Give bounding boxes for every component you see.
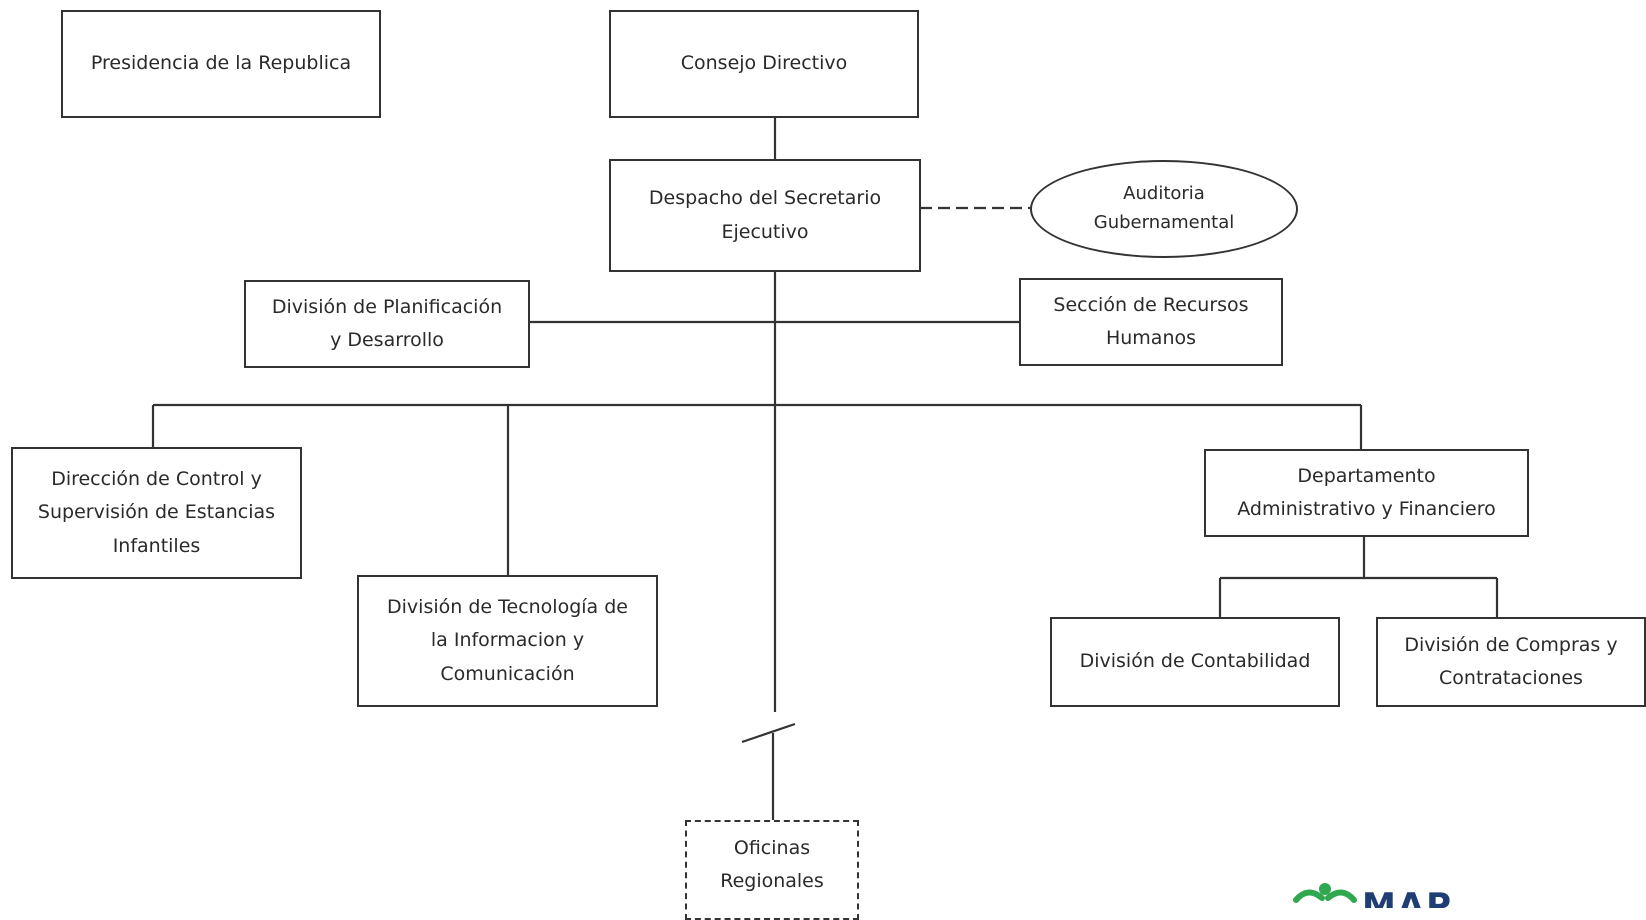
planificacion-line-1: División de Planificación — [271, 295, 503, 318]
logo-text: MAP — [1362, 886, 1454, 908]
compras-line-1: División de Compras y — [1404, 633, 1618, 656]
oficinas-line-1: Oficinas — [733, 837, 811, 859]
oficinas-line-2: Regionales — [720, 870, 824, 893]
logo-emblem-icon — [1293, 883, 1357, 903]
consejo-box: Consejo Directivo — [609, 10, 919, 118]
map-logo: MAP — [1288, 880, 1488, 908]
tecnologia-box: División de Tecnología de la Informacion… — [357, 575, 658, 707]
contabilidad-label: División de Contabilidad — [1079, 650, 1311, 673]
despacho-line-2: Ejecutivo — [721, 220, 809, 243]
departamento-admin-box: Departamento Administrativo y Financiero — [1204, 449, 1529, 537]
contabilidad-box: División de Contabilidad — [1050, 617, 1340, 707]
recursos-humanos-line-1: Sección de Recursos — [1053, 293, 1249, 316]
presidencia-label: Presidencia de la Republica — [90, 52, 352, 75]
tecnologia-line-2: la Informacion y — [430, 629, 585, 652]
planificacion-line-2: y Desarrollo — [330, 329, 444, 351]
direccion-control-box: Dirección de Control y Supervisión de Es… — [11, 447, 302, 579]
tecnologia-line-1: División de Tecnología de — [387, 596, 628, 619]
despacho-line-1: Despacho del Secretario — [648, 187, 882, 210]
auditoria-line-1: Auditoria — [1123, 183, 1205, 205]
departamento-admin-line-2: Administrativo y Financiero — [1237, 498, 1496, 520]
compras-line-2: Contrataciones — [1439, 667, 1583, 689]
auditoria-ellipse: Auditoria Gubernamental — [1030, 160, 1298, 258]
compras-box: División de Compras y Contrataciones — [1376, 617, 1646, 707]
direccion-control-line-2: Supervisión de Estancias — [37, 501, 276, 524]
auditoria-line-2: Gubernamental — [1093, 212, 1235, 233]
planificacion-box: División de Planificación y Desarrollo — [244, 280, 530, 368]
presidencia-box: Presidencia de la Republica — [61, 10, 381, 118]
direccion-control-line-1: Dirección de Control y — [51, 468, 262, 491]
consejo-label: Consejo Directivo — [680, 52, 848, 75]
recursos-humanos-line-2: Humanos — [1105, 327, 1197, 349]
tecnologia-line-3: Comunicación — [440, 662, 575, 685]
departamento-admin-line-1: Departamento — [1297, 464, 1436, 487]
oficinas-box: Oficinas Regionales — [685, 820, 859, 920]
despacho-box: Despacho del Secretario Ejecutivo — [609, 159, 921, 272]
recursos-humanos-box: Sección de Recursos Humanos — [1019, 278, 1283, 366]
direccion-control-line-3: Infantiles — [112, 534, 201, 557]
